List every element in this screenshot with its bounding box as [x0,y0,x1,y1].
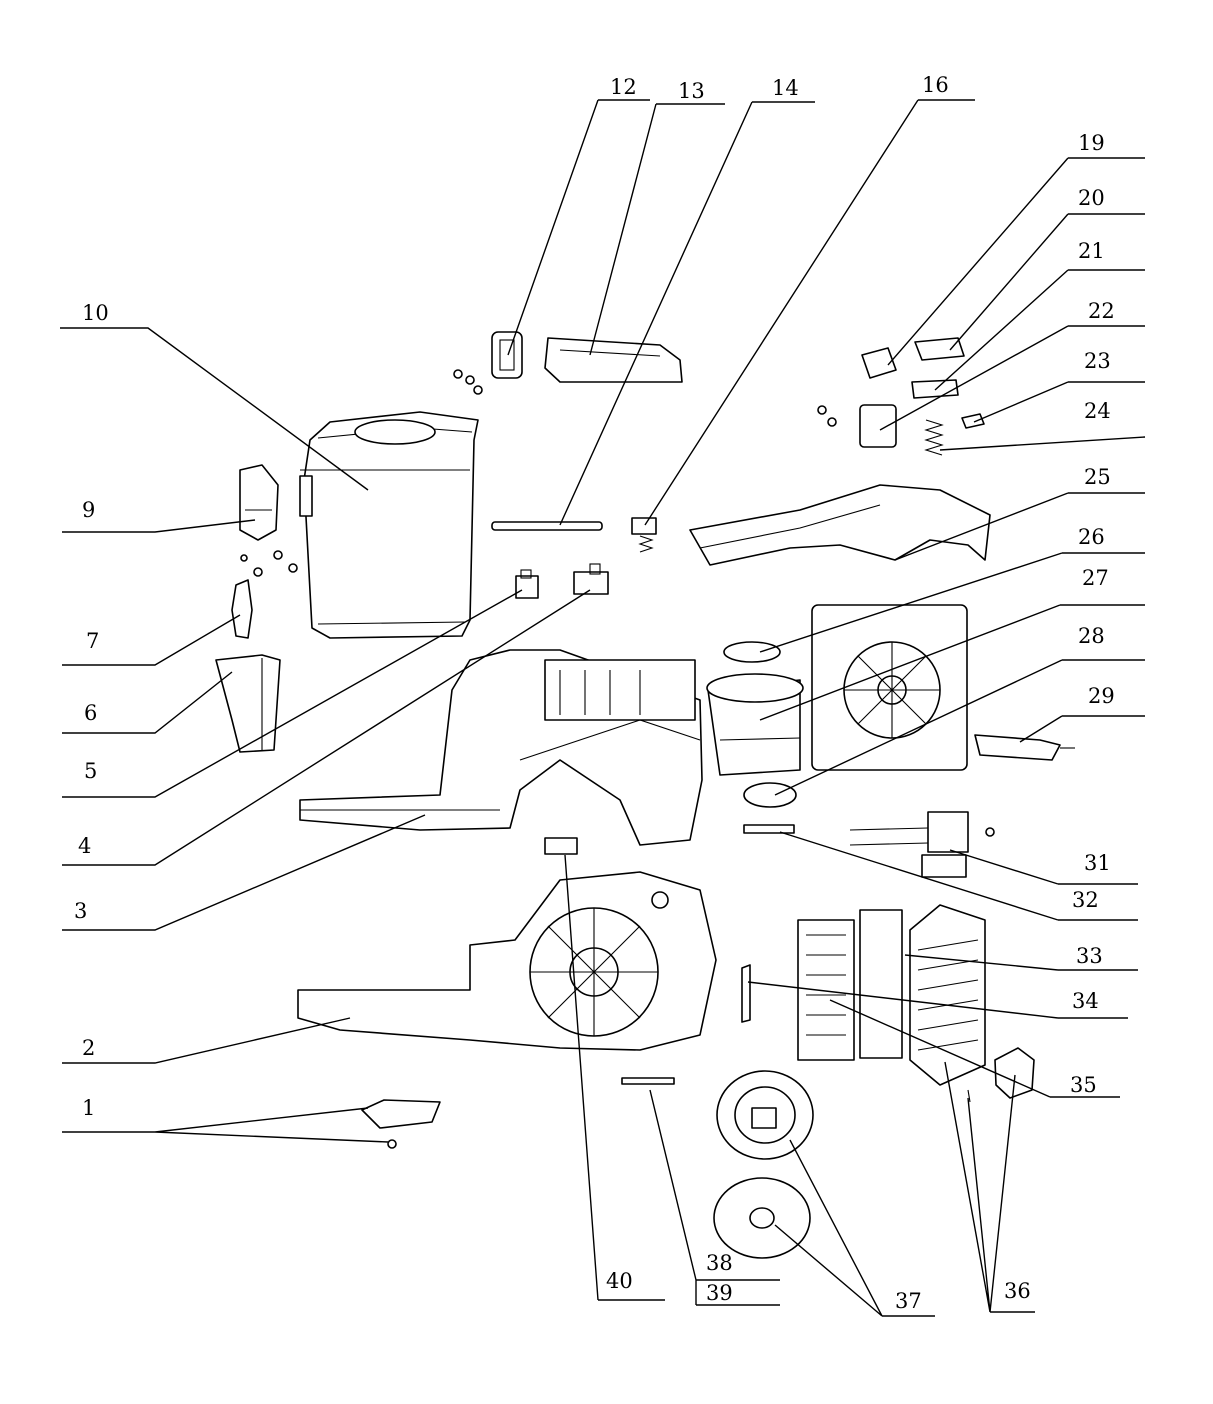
callout-39: 39 [706,1281,733,1305]
part-6 [215,654,281,753]
callout-26: 26 [1078,525,1105,549]
callout-labels: 1 2 3 4 5 6 7 9 10 12 13 14 16 19 20 21 … [74,73,1115,1313]
part-9 [239,464,279,541]
callout-5: 5 [84,759,97,783]
callout-24: 24 [1084,399,1111,423]
part-motor-top [723,641,781,663]
part-40 [544,837,578,855]
callout-27: 27 [1082,566,1109,590]
callout-36: 36 [1004,1279,1031,1303]
part-23 [961,413,985,429]
part-4 [573,563,609,595]
callout-25: 25 [1084,465,1111,489]
part-31 [849,811,995,878]
part-33-34-35 [741,904,986,1086]
part-19 [861,347,897,379]
callout-35: 35 [1070,1073,1097,1097]
parts [215,331,1075,1259]
part-motor [706,673,804,776]
callout-9: 9 [82,498,95,522]
part-29 [974,734,1075,761]
callout-6: 6 [84,701,97,725]
callout-3: 3 [74,899,87,923]
callout-34: 34 [1072,989,1099,1013]
callout-37: 37 [895,1289,922,1313]
part-21 [911,379,959,399]
callout-13: 13 [678,79,705,103]
callout-21: 21 [1078,239,1105,263]
part-7 [231,579,253,639]
callout-40: 40 [606,1269,633,1293]
callout-7: 7 [86,629,99,653]
part-37 [716,1070,814,1160]
callout-4: 4 [78,834,91,858]
callout-32: 32 [1072,888,1099,912]
callout-33: 33 [1076,944,1103,968]
callout-38: 38 [706,1251,733,1275]
callout-1: 1 [82,1096,95,1120]
part-upper-housing [299,649,703,846]
callout-28: 28 [1078,624,1105,648]
callout-14: 14 [772,76,799,100]
part-28 [743,782,797,808]
part-12 [491,331,523,379]
part-32 [743,824,795,834]
callout-20: 20 [1078,186,1105,210]
callout-2: 2 [82,1036,95,1060]
part-dust-container [299,411,479,639]
part-base [297,871,717,1051]
screws-left [240,550,298,577]
part-13 [544,337,683,383]
part-24 [924,419,944,456]
callout-10: 10 [82,301,109,325]
callout-19: 19 [1078,131,1105,155]
callout-29: 29 [1088,684,1115,708]
callout-23: 23 [1084,349,1111,373]
part-handle [689,484,991,566]
part-16 [631,517,657,553]
part-38 [713,1177,811,1259]
part-22 [817,404,897,448]
part-1 [361,1099,441,1149]
callout-16: 16 [922,73,949,97]
leader-lines [60,99,1146,1317]
part-rear-housing [811,604,968,771]
callout-12: 12 [610,75,637,99]
part-5 [515,569,539,599]
part-20 [914,337,965,361]
screws-upper-left [453,369,483,395]
callout-22: 22 [1088,299,1115,323]
part-39 [621,1077,675,1085]
callout-31: 31 [1084,851,1111,875]
part-14 [491,521,603,531]
